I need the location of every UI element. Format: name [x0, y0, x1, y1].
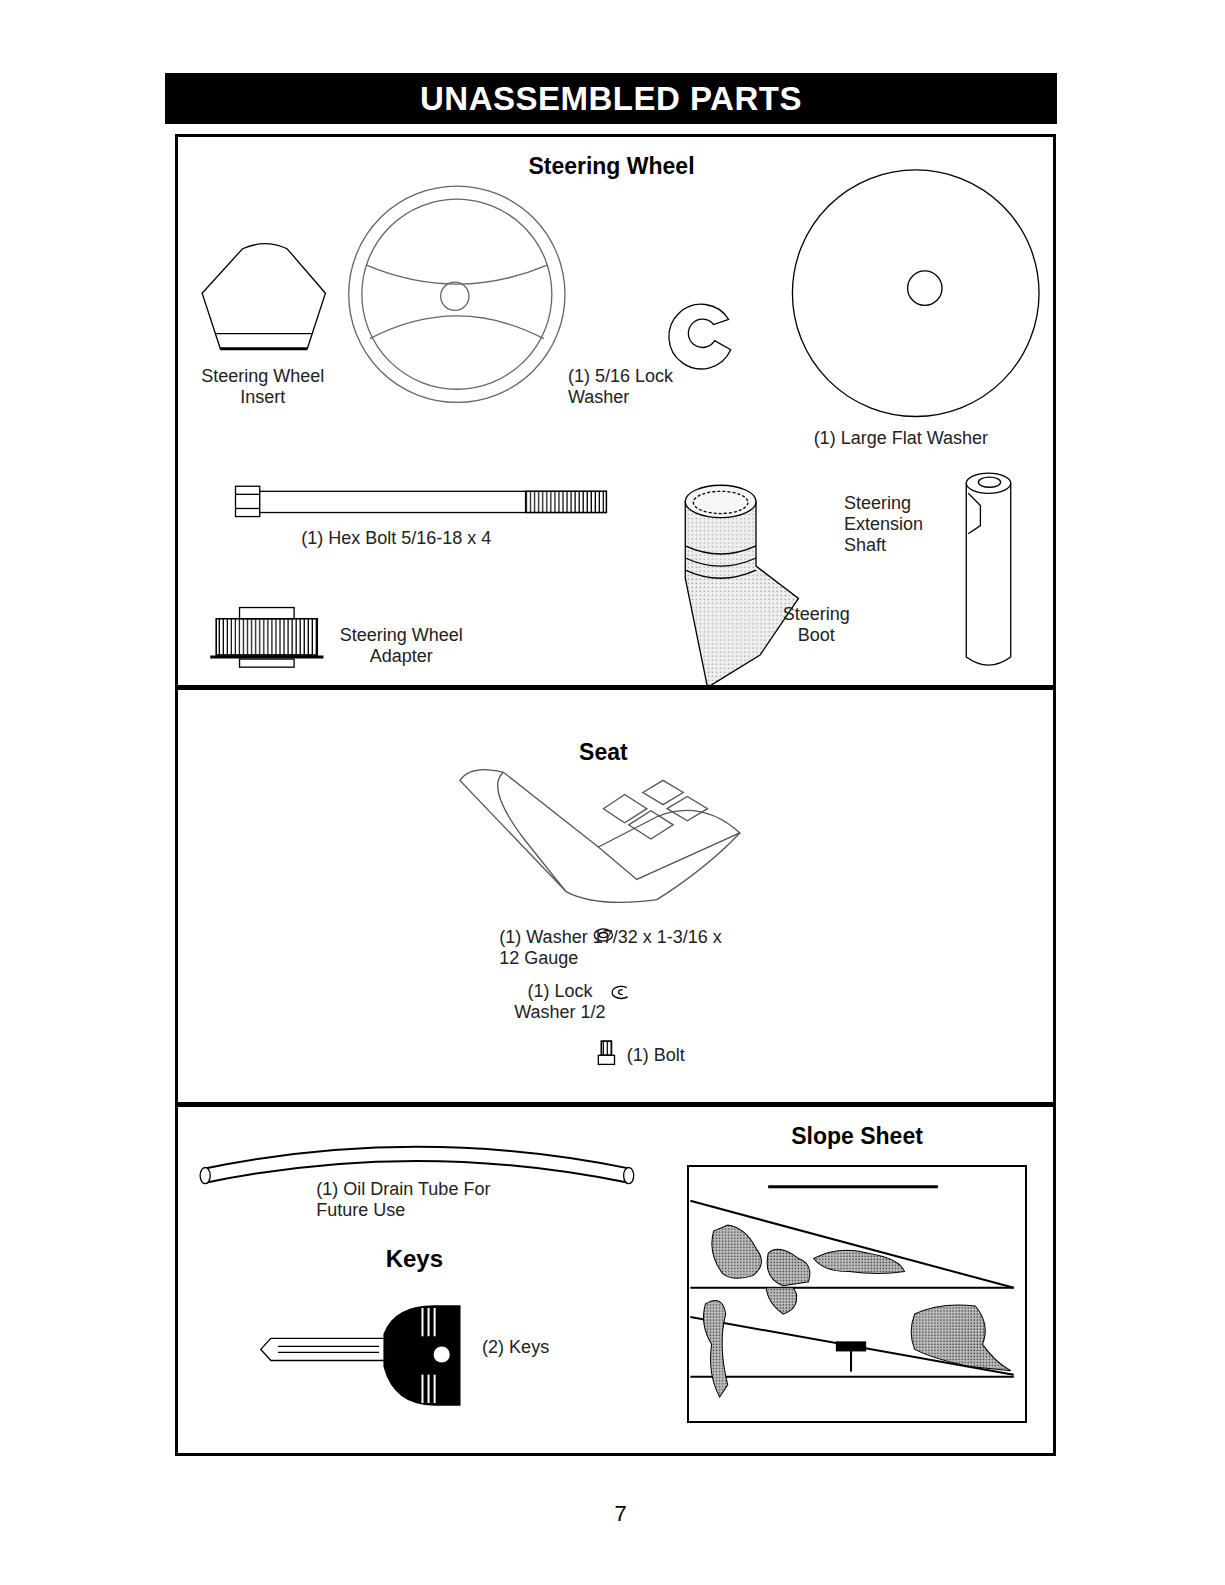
section-heading: Slope Sheet	[791, 1123, 923, 1150]
steering-boot	[685, 485, 798, 687]
part-name: (1) 5/16 Lock Washer	[568, 366, 694, 408]
part-name: Steering Extension Shaft	[844, 493, 945, 556]
part-name: (1) Bolt	[627, 1045, 685, 1066]
steering-wheel	[349, 186, 565, 402]
slope-sheet-box: Slope Sheet	[687, 1165, 1027, 1423]
title-band: UNASSEMBLED PARTS	[165, 73, 1057, 125]
part-name: (1) Large Flat Washer	[814, 428, 988, 449]
hex-bolt	[235, 486, 606, 516]
slope-gauge	[690, 1187, 1013, 1397]
section-heading: Steering Wheel	[528, 153, 694, 180]
parts-panel: Keys Slope Sheet	[175, 1104, 1056, 1457]
part-name: (2) Keys	[482, 1337, 549, 1358]
part-name: Steering Boot	[768, 604, 864, 646]
part-name: Steering Wheel Adapter	[325, 625, 477, 667]
steering-extension-shaft	[966, 473, 1010, 665]
steering-wheel-adapter	[210, 608, 323, 668]
bolt-icon	[598, 1041, 614, 1064]
page-number: 7	[610, 1503, 630, 1524]
part-name: (1) Lock Washer 1/2	[499, 981, 620, 1023]
part-name: (1) Washer 17/32 x 1-3/16 x 12 Gauge	[499, 927, 742, 969]
parts-panel: Steering Wheel	[175, 134, 1056, 688]
large-flat-washer	[792, 170, 1039, 417]
lock-washer	[669, 304, 731, 369]
section-heading: Seat	[579, 739, 628, 766]
page-title: UNASSEMBLED PARTS	[420, 80, 802, 118]
part-name: (1) Oil Drain Tube For Future Use	[316, 1179, 493, 1221]
part-name: (1) Hex Bolt 5/16-18 x 4	[301, 528, 491, 549]
parts-panel: Seat	[175, 687, 1056, 1104]
steering-wheel-insert	[202, 244, 325, 349]
lock-washer-icon	[612, 986, 628, 998]
seat	[460, 770, 740, 903]
part-name: Steering Wheel Insert	[197, 366, 328, 408]
section-heading: Keys	[386, 1245, 443, 1273]
key	[261, 1306, 460, 1405]
